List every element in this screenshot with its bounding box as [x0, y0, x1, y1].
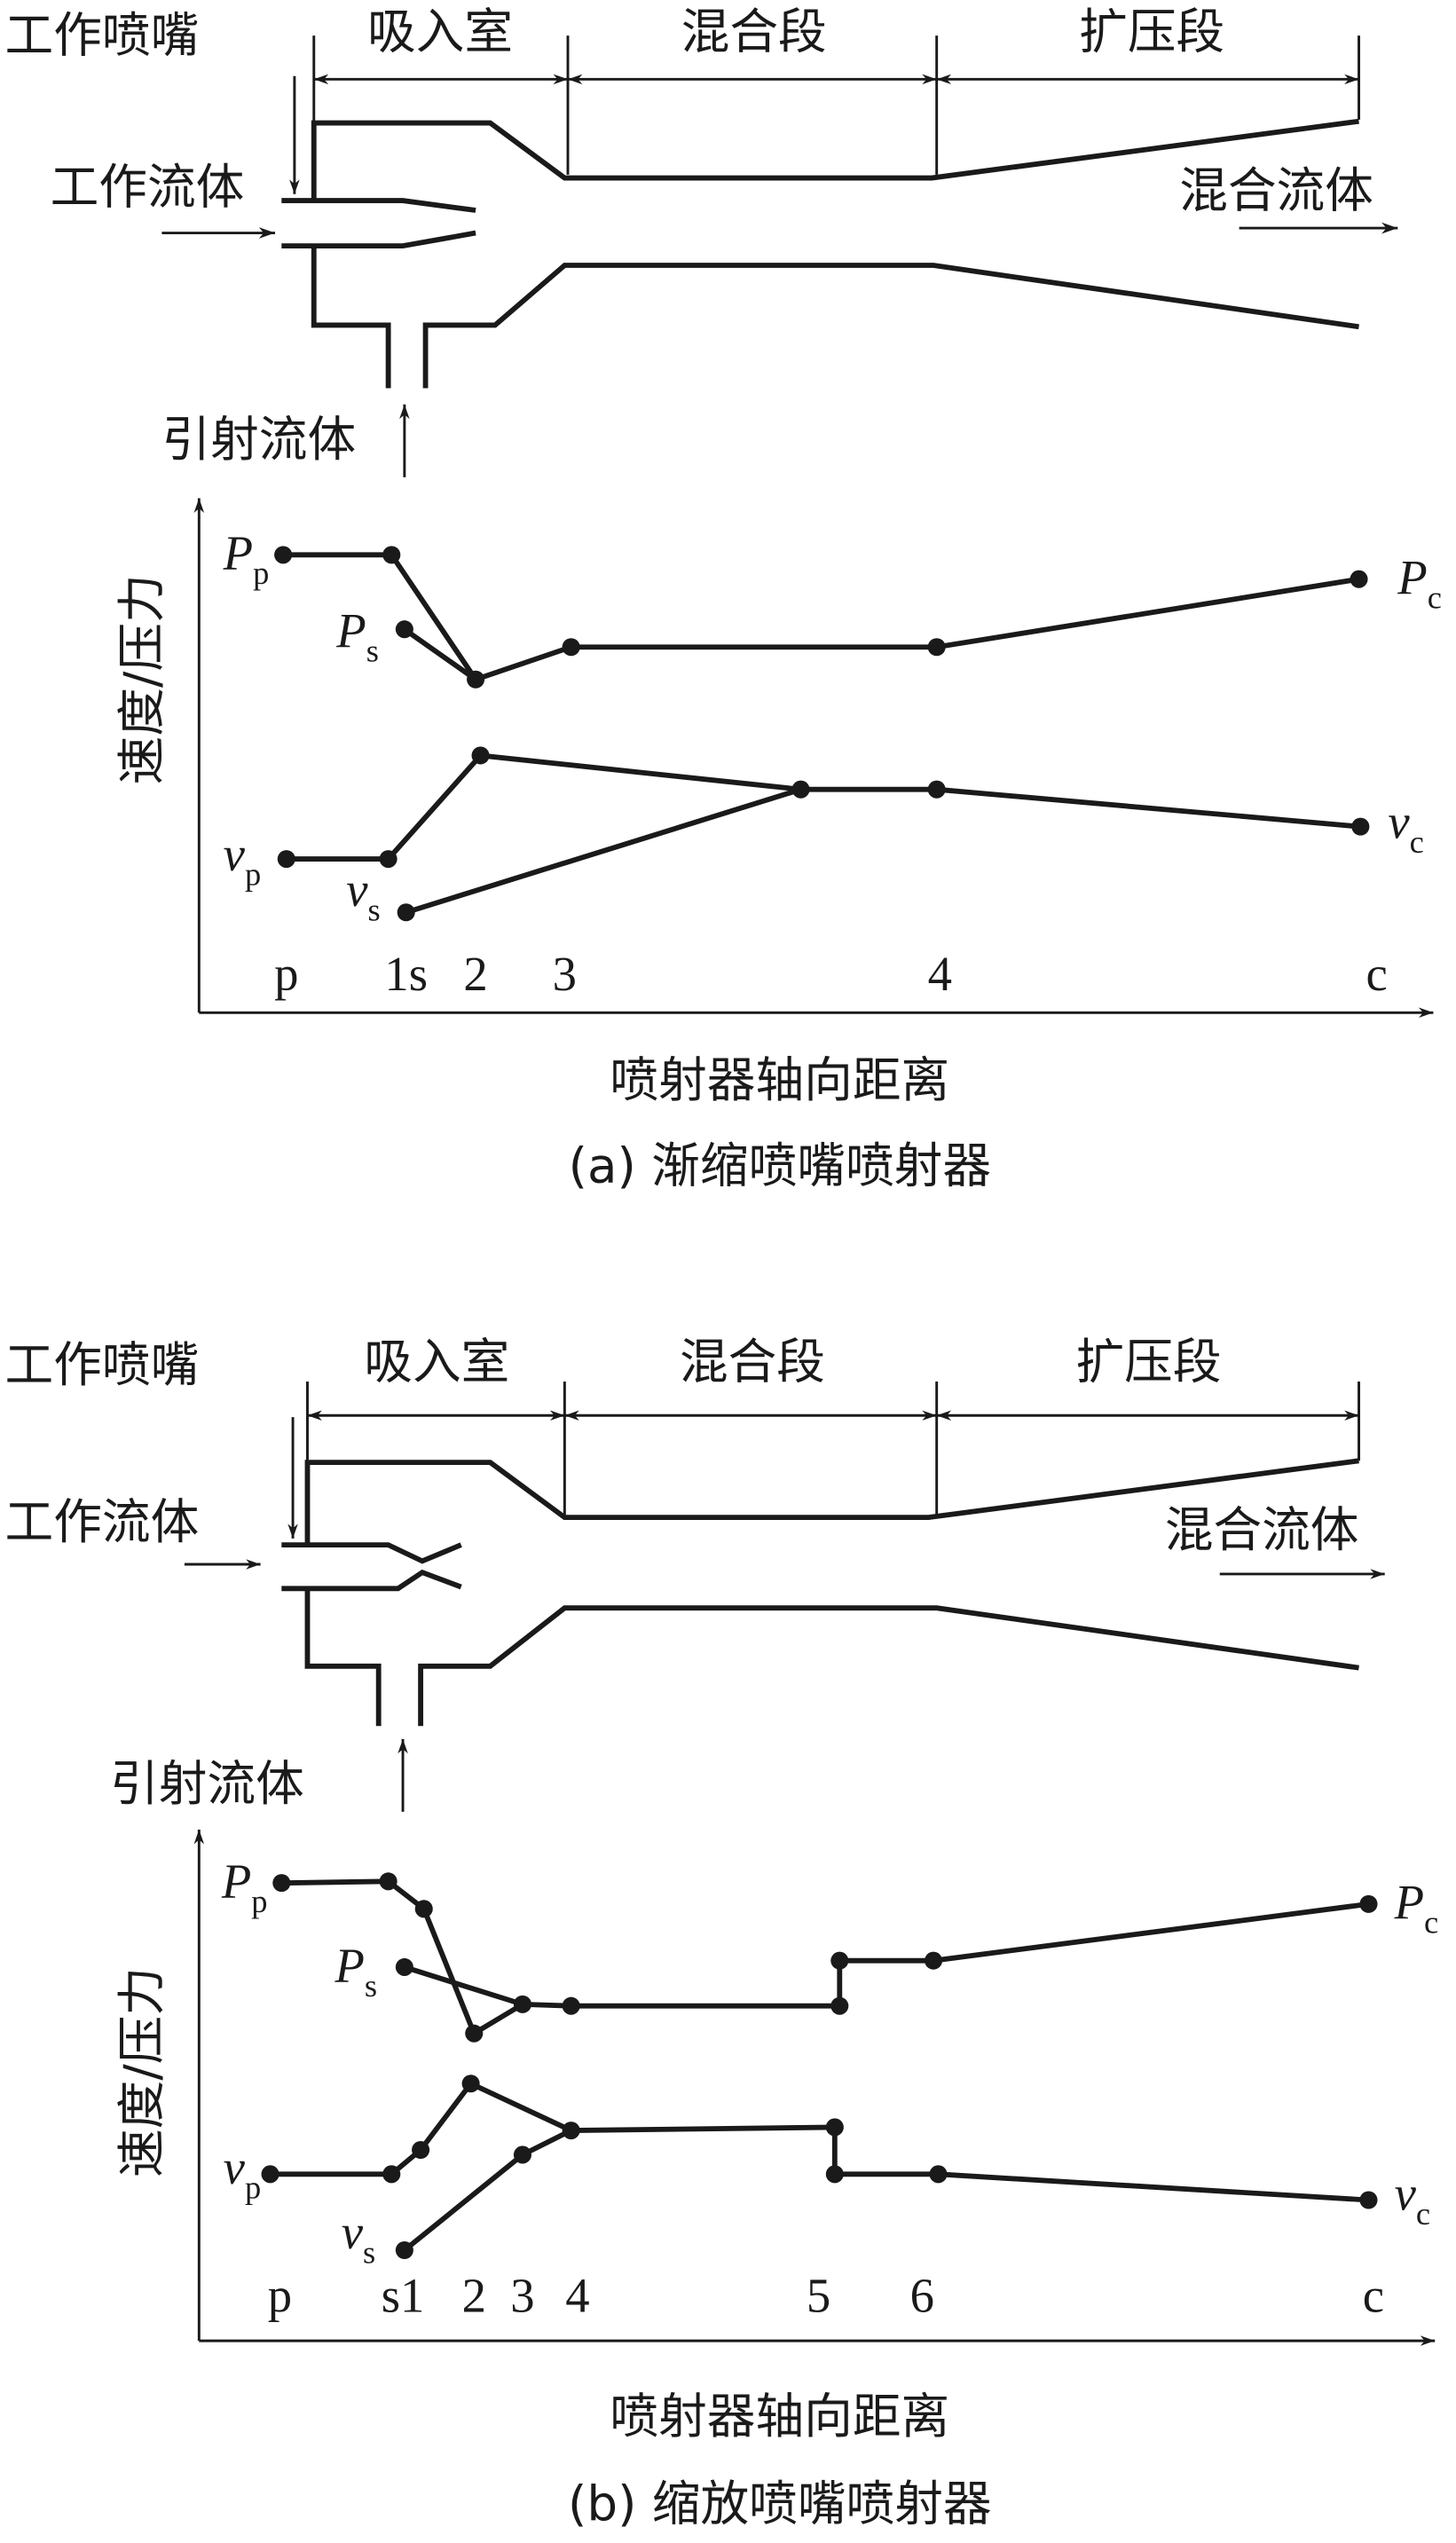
suction-fluid-label: 引射流体: [161, 411, 356, 468]
section-suction-chamber: 吸入室: [364, 1333, 509, 1390]
tick-label: 2: [463, 947, 487, 1001]
label-Pc: Pc: [1397, 550, 1442, 615]
velocity-primary-line: [270, 2080, 1369, 2203]
section-diffuser: 扩压段: [1079, 4, 1224, 60]
ejector-schematic-b: 工作喷嘴 吸入室 混合段 扩压段 工作流体 混合流体 引射流体: [5, 1333, 1385, 1812]
section-mixing: 混合段: [681, 4, 827, 60]
label-Ps: Ps: [335, 603, 379, 668]
tick-label: p: [268, 2268, 292, 2322]
mixed-fluid-label: 混合流体: [1165, 1501, 1359, 1558]
y-axis-label: 速度/压力: [114, 1967, 170, 2177]
ejector-schematic-a: 工作喷嘴 吸入室 混合段 扩压段 工作流体 混合流体 引射流体: [5, 4, 1398, 477]
tick-label: 3: [510, 2268, 534, 2322]
upper-wall: [311, 118, 1359, 201]
pressure-secondary-line: [403, 1964, 523, 2007]
panel-a: 工作喷嘴 吸入室 混合段 扩压段 工作流体 混合流体 引射流体 速度/压力 喷射…: [5, 4, 1442, 1194]
label-Ps: Ps: [334, 1938, 377, 2003]
velocity-primary-line: [286, 752, 1361, 862]
tick-label: 1s: [384, 947, 428, 1001]
caption: (a) 渐缩喷嘴喷射器: [569, 1138, 991, 1194]
pressure-primary-line: [281, 1878, 1369, 2037]
label-Pc: Pc: [1394, 1875, 1439, 1940]
label-vp: vp: [224, 2140, 262, 2205]
label-vs: vs: [346, 862, 380, 927]
lower-wall-left: [311, 246, 391, 389]
profile-chart-b: 速度/压力 喷射器轴向距离 (b) 缩放喷嘴喷射器 Pp Ps Pc vp vs…: [114, 1829, 1439, 2531]
lower-wall-left: [304, 1588, 382, 1727]
motive-fluid-label: 工作流体: [51, 159, 245, 216]
motive-fluid-label: 工作流体: [5, 1493, 200, 1550]
section-diffuser: 扩压段: [1075, 1333, 1221, 1390]
nozzle-label: 工作喷嘴: [5, 6, 200, 63]
y-axis-label: 速度/压力: [114, 574, 170, 784]
mixed-fluid-label: 混合流体: [1179, 161, 1373, 218]
x-axis-label: 喷射器轴向距离: [610, 1051, 949, 1108]
suction-fluid-label: 引射流体: [110, 1755, 304, 1812]
x-axis-label: 喷射器轴向距离: [610, 2388, 949, 2445]
pressure-secondary-line: [403, 626, 477, 682]
tick-label: 4: [928, 947, 952, 1001]
label-Pp: Pp: [223, 526, 270, 591]
upper-wall: [304, 1458, 1359, 1546]
panel-b: 工作喷嘴 吸入室 混合段 扩压段 工作流体 混合流体 引射流体 速度/压力 喷射…: [5, 1333, 1439, 2531]
tick-label: p: [274, 947, 298, 1001]
profile-chart-a: 速度/压力 喷射器轴向距离 (a) 渐缩喷嘴喷射器 Pp Ps Pc vp vs…: [114, 498, 1442, 1194]
tick-label: 3: [553, 947, 577, 1001]
pressure-primary-line: [283, 552, 1359, 683]
label-Pp: Pp: [221, 1854, 268, 1919]
tick-label: c: [1365, 947, 1387, 1001]
x-tick-labels: p s1 2 3 4 5 6 c: [268, 2268, 1384, 2322]
label-vs: vs: [342, 2205, 375, 2270]
lower-wall-right: [418, 1605, 1359, 1727]
nozzle-upper: [281, 198, 476, 213]
tick-label: s1: [382, 2268, 425, 2322]
label-vc: vc: [1395, 2166, 1430, 2231]
velocity-secondary-line: [405, 786, 802, 916]
velocity-secondary-line: [403, 2128, 572, 2253]
label-vc: vc: [1388, 794, 1423, 859]
tick-label: 5: [807, 2268, 830, 2322]
nozzle-lower: [281, 1569, 462, 1592]
lower-wall-right: [422, 263, 1359, 389]
section-suction-chamber: 吸入室: [367, 4, 513, 60]
tick-label: 2: [462, 2268, 486, 2322]
tick-label: c: [1363, 2268, 1384, 2322]
section-mixing: 混合段: [680, 1333, 825, 1390]
nozzle-label: 工作喷嘴: [5, 1336, 200, 1393]
tick-label: 4: [565, 2268, 589, 2322]
label-vp: vp: [224, 827, 262, 892]
tick-label: 6: [910, 2268, 934, 2322]
caption: (b) 缩放喷嘴喷射器: [568, 2475, 992, 2531]
data-points: [261, 1872, 1378, 2260]
nozzle-lower: [281, 230, 476, 249]
data-points: [274, 546, 1370, 922]
x-tick-labels: p 1s 2 3 4 c: [274, 947, 1388, 1001]
nozzle-upper: [281, 1542, 462, 1564]
